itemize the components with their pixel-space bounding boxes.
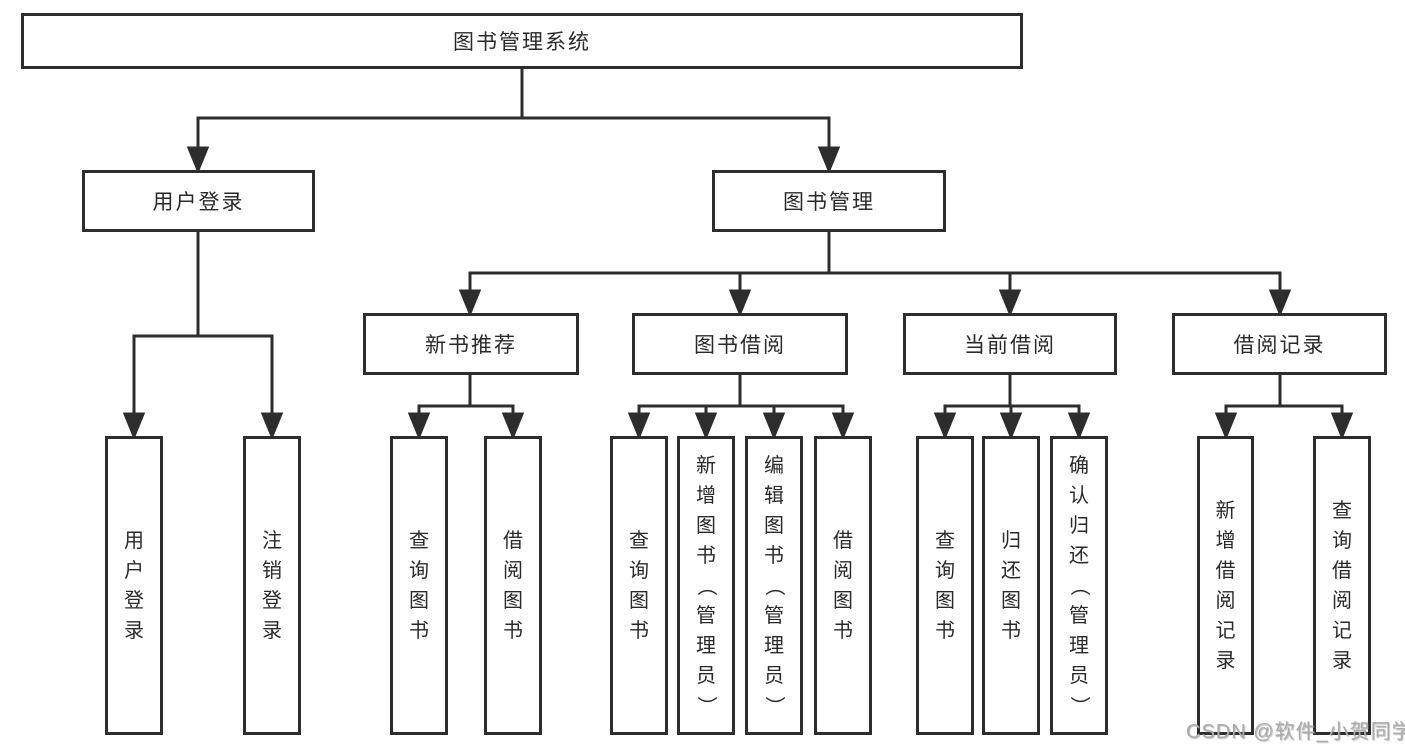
leaf-logout: 注销登录 <box>243 436 301 735</box>
leaf-add-borrow-record: 新增借阅记录 <box>1197 436 1254 735</box>
arrowhead-to-leaf-logout <box>260 412 284 440</box>
node-current-borrowing: 当前借阅 <box>903 313 1117 375</box>
leaf-user-login: 用户登录 <box>105 436 163 735</box>
leaf-confirm-return-admin: 确认归还（管理员） <box>1050 436 1108 735</box>
csdn-watermark: CSDN @软件_小贺同学 <box>1186 721 1405 743</box>
arrowhead-to-current-borrow <box>998 289 1022 317</box>
arrowhead-to-book-borrow <box>728 289 752 317</box>
leaf-query-books-borrowing: 查询图书 <box>610 436 668 735</box>
leaf-query-books-current: 查询图书 <box>916 436 974 735</box>
node-borrowing-records: 借阅记录 <box>1172 313 1387 375</box>
node-new-book-recommendation: 新书推荐 <box>363 313 579 375</box>
leaf-query-borrow-record: 查询借阅记录 <box>1313 436 1371 735</box>
leaf-borrow-books: 借阅图书 <box>814 436 872 735</box>
node-root-system: 图书管理系统 <box>21 13 1023 69</box>
arrowhead-to-borrow-records <box>1268 289 1292 317</box>
leaf-edit-books-admin: 编辑图书（管理员） <box>745 436 803 735</box>
leaf-add-books-admin: 新增图书（管理员） <box>677 436 735 735</box>
node-book-borrowing: 图书借阅 <box>632 313 848 375</box>
arrowhead-to-leaf-user-login <box>122 412 146 440</box>
node-user-login: 用户登录 <box>82 170 315 232</box>
node-book-management: 图书管理 <box>712 170 946 232</box>
leaf-query-books-recommend: 查询图书 <box>390 436 448 735</box>
leaf-borrow-books-recommend: 借阅图书 <box>484 436 542 735</box>
arrowhead-to-book-management <box>817 146 841 174</box>
arrowhead-to-user-login <box>186 146 210 174</box>
leaf-return-books: 归还图书 <box>982 436 1040 735</box>
arrowhead-to-new-book <box>458 289 482 317</box>
